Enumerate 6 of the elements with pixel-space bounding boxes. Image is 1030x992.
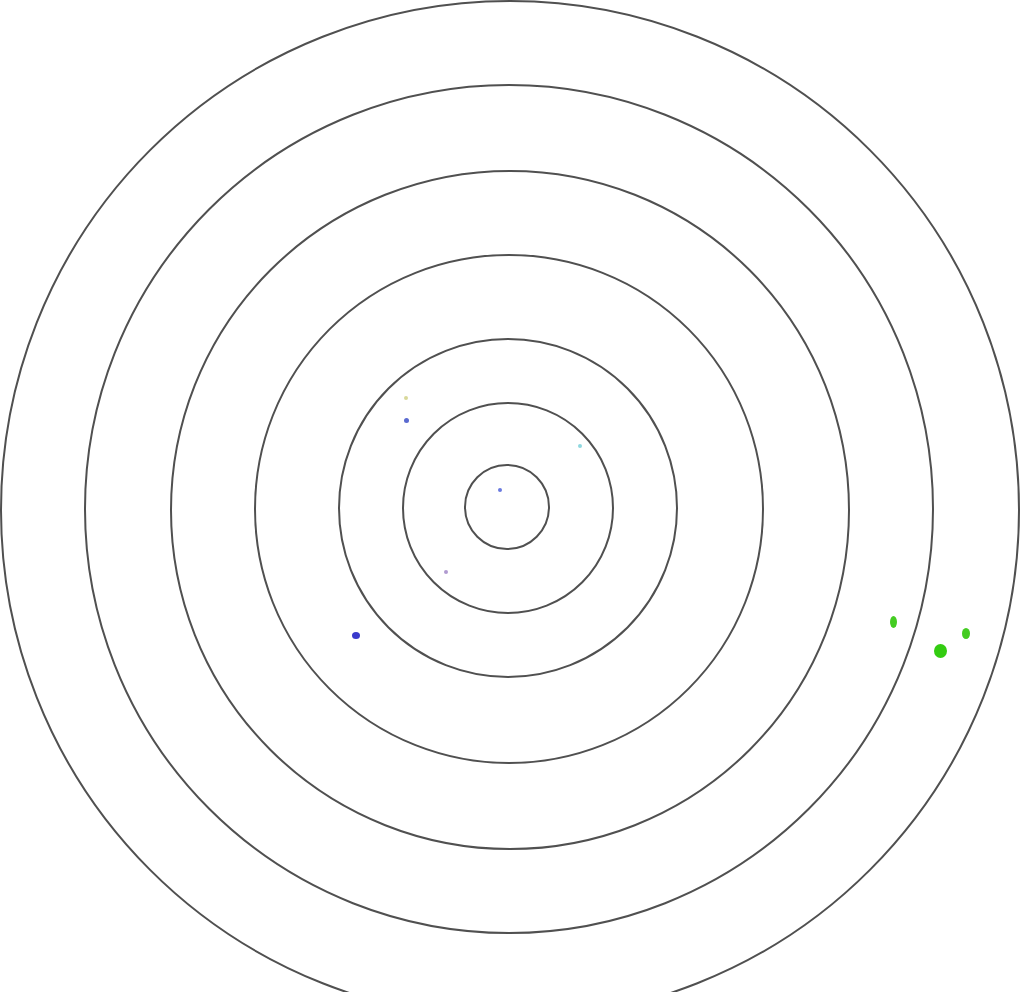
ring-circle bbox=[253, 253, 764, 764]
ring-circle bbox=[401, 401, 614, 614]
ring-circle bbox=[338, 338, 679, 679]
ring-circle bbox=[169, 169, 850, 850]
ring-circle bbox=[84, 84, 935, 935]
ring-circle bbox=[464, 464, 551, 551]
